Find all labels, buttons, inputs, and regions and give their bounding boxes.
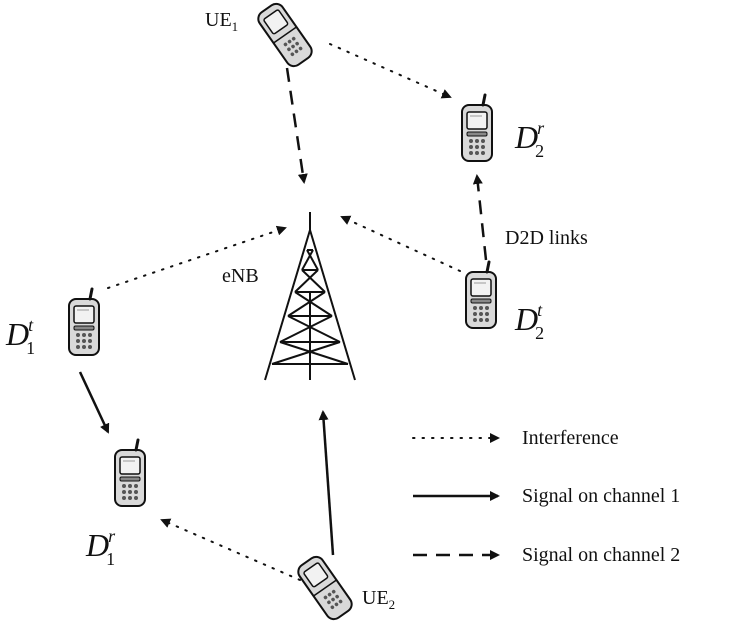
d2t-phone-icon <box>464 260 498 330</box>
legend-channel1-label: Signal on channel 1 <box>522 485 680 507</box>
d1t-to-d1r-link <box>78 371 110 434</box>
ue1-to-d2r-interference <box>329 43 452 99</box>
d2t-to-enb-interference <box>340 215 461 272</box>
ue2-phone-icon <box>294 552 356 624</box>
d2r-phone-icon <box>460 93 494 163</box>
d1t-phone-icon <box>67 287 101 357</box>
d2d-links-label: D2D links <box>505 227 588 249</box>
ue1-phone-icon <box>254 0 316 71</box>
ue1-to-enb-link <box>285 67 308 184</box>
legend-channel2-label: Signal on channel 2 <box>522 544 680 566</box>
enb-label: eNB <box>222 265 259 287</box>
ue2-to-enb-link <box>318 410 335 556</box>
d2t-to-d2r-link <box>472 174 488 261</box>
legend: Interference Signal on channel 1 Signal … <box>412 427 680 566</box>
d1r-phone-icon <box>113 438 147 508</box>
ue2-label: UE2 <box>362 587 395 612</box>
ue2-to-d1r-interference <box>160 518 301 581</box>
enb-tower-icon <box>264 212 356 381</box>
ue1-label: UE1 <box>205 9 238 34</box>
legend-interference-label: Interference <box>522 427 619 449</box>
